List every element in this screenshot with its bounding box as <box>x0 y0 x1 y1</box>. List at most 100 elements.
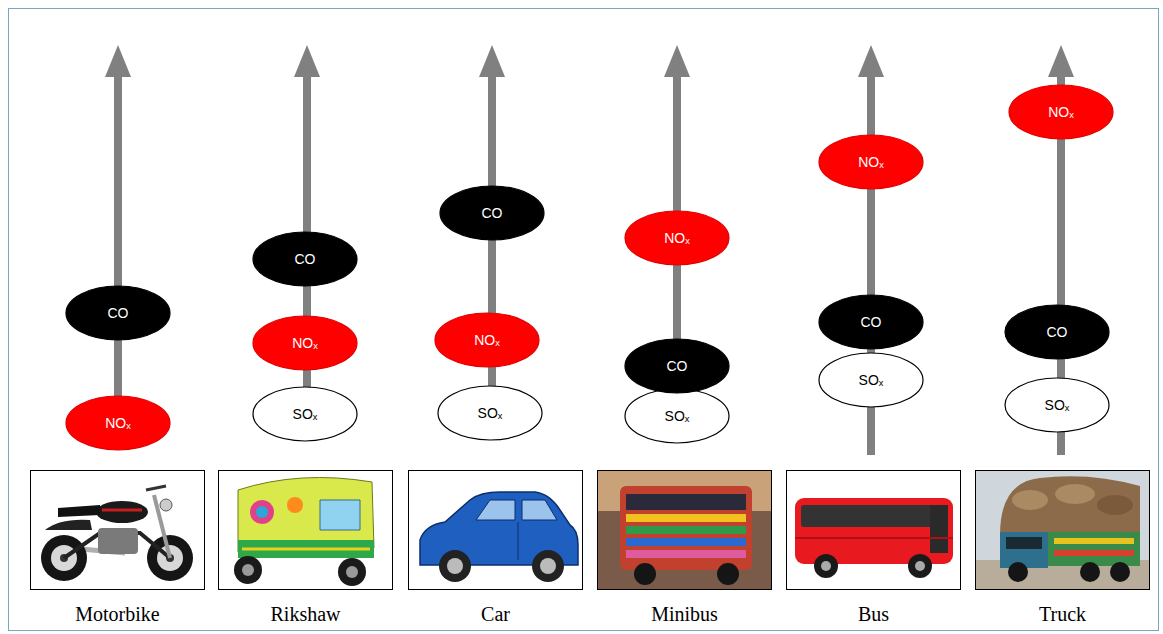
pollutant-label: NOₓ <box>292 335 318 352</box>
pollutant-ellipse: SOₓ <box>624 388 730 444</box>
truck-picture-part <box>1110 562 1130 582</box>
ellipse-shape <box>438 386 542 440</box>
bus-picture <box>787 471 959 589</box>
truck-picture-part <box>1000 532 1048 568</box>
motorbike-picture <box>31 471 204 589</box>
rikshaw-picture-part <box>219 471 392 589</box>
minibus-picture-part <box>620 486 752 570</box>
vehicle-label: Bus <box>786 602 961 626</box>
pollutant-label: CO <box>108 305 129 322</box>
bus-picture-part <box>908 554 932 578</box>
picture-frame <box>30 470 205 590</box>
ellipse-shape <box>253 232 357 286</box>
truck-picture-part <box>1054 538 1134 544</box>
picture-frame <box>597 470 772 590</box>
motorbike-picture-part <box>96 501 148 523</box>
pollutant-ellipse: CO <box>1004 304 1110 360</box>
ellipse-shape <box>440 186 544 240</box>
scale-arrows-part <box>664 45 690 77</box>
picture-frame <box>975 470 1150 590</box>
vehicle-frame: Bus <box>786 470 961 626</box>
pollutant-ellipse: SOₓ <box>1004 377 1110 433</box>
car-picture-part <box>540 558 556 574</box>
pollutant-label: CO <box>295 251 316 268</box>
bus-picture-part <box>915 561 925 571</box>
figure-border <box>9 9 1159 631</box>
truck-picture-part <box>1048 532 1140 566</box>
scale-arrows-part <box>479 45 505 77</box>
pollutant-ellipse: NOₓ <box>434 312 540 368</box>
truck-picture-part <box>1006 537 1042 549</box>
vehicle-frame: Minibus <box>597 470 772 626</box>
scale-arrows-part <box>1048 45 1074 77</box>
pollutant-label: SOₓ <box>859 372 884 389</box>
bus-picture-part <box>787 471 959 589</box>
car-picture-part <box>447 558 463 574</box>
vehicle-frame: Rikshaw <box>218 470 393 626</box>
car-picture-part <box>522 500 557 520</box>
bus-picture-part <box>795 498 953 564</box>
minibus-picture-part <box>626 514 746 522</box>
pollutant-label: NOₓ <box>105 415 131 432</box>
ellipse-shape <box>625 211 729 265</box>
ellipse-shape <box>819 135 923 189</box>
vehicle-frame: Truck <box>975 470 1150 626</box>
pollutant-ellipse: NOₓ <box>624 210 730 266</box>
pollutant-ellipse: CO <box>252 231 358 287</box>
pollutant-ellipse: NOₓ <box>65 395 171 451</box>
pollutant-ellipse: CO <box>818 294 924 350</box>
car-picture-part <box>476 500 515 520</box>
bus-picture-part <box>795 537 953 539</box>
pollutant-label: SOₓ <box>293 406 318 423</box>
picture-frame <box>408 470 583 590</box>
rikshaw-picture-part <box>287 497 303 513</box>
motorbike-picture-part <box>146 486 166 490</box>
ellipse-shape <box>819 353 923 407</box>
ellipse-shape <box>819 295 923 349</box>
pollutant-label: CO <box>1047 324 1068 341</box>
pollutant-label: NOₓ <box>858 154 884 171</box>
truck-picture-part <box>976 471 1149 589</box>
truck-picture <box>976 471 1149 589</box>
truck-picture-part <box>1012 490 1048 510</box>
bus-picture-part <box>930 505 948 553</box>
rikshaw-picture-part <box>242 548 370 551</box>
pollutant-ellipse: NOₓ <box>252 315 358 371</box>
car-picture-part <box>439 550 471 582</box>
pollutant-label: CO <box>667 358 688 375</box>
motorbike-picture-part <box>45 520 92 530</box>
picture-frame <box>218 470 393 590</box>
car-picture-part <box>409 471 582 589</box>
pollutant-ellipse: SOₓ <box>252 386 358 442</box>
scale-arrows-part <box>114 70 122 440</box>
vehicle-label: Minibus <box>597 602 772 626</box>
truck-picture-part <box>1055 484 1095 504</box>
rikshaw-picture-part <box>238 540 374 558</box>
pollutant-label: NOₓ <box>474 332 500 349</box>
minibus-picture-part <box>626 550 746 558</box>
pollutant-label: CO <box>861 314 882 331</box>
ellipse-shape <box>253 387 357 441</box>
scale-arrows-part <box>294 45 320 77</box>
pollutant-ellipse: NOₓ <box>818 134 924 190</box>
pollutant-ellipse: CO <box>439 185 545 241</box>
motorbike-picture-part <box>58 505 100 517</box>
ellipse-shape <box>66 396 170 450</box>
pollutant-label: SOₓ <box>1045 397 1070 414</box>
ellipse-shape <box>1009 85 1113 139</box>
ellipse-shape <box>435 313 539 367</box>
ellipse-shape <box>625 389 729 443</box>
vehicle-label: Rikshaw <box>218 602 393 626</box>
vehicle-label: Car <box>408 602 583 626</box>
car-picture-part <box>518 522 519 560</box>
ellipse-shape <box>625 339 729 393</box>
rikshaw-picture-part <box>250 500 274 524</box>
vehicle-label: Truck <box>975 602 1150 626</box>
scale-arrows-part <box>858 45 884 77</box>
scale-arrows-part <box>488 70 496 430</box>
bus-picture-part <box>801 505 947 527</box>
